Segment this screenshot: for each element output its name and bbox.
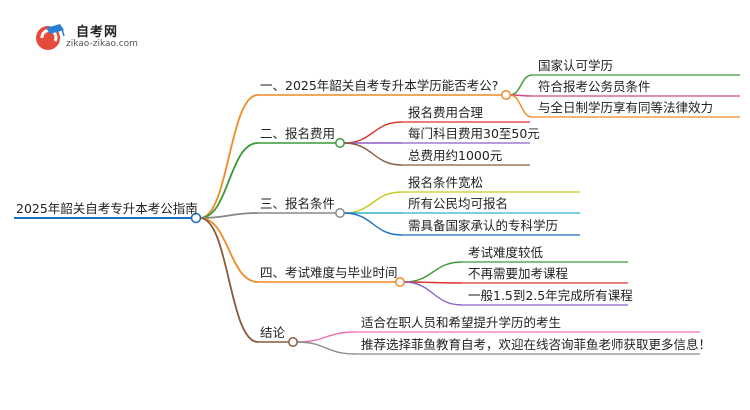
logo-title: 自考网	[76, 25, 119, 40]
branch-node[interactable]: 结论	[260, 325, 286, 340]
branch-collapse-handle	[335, 138, 345, 148]
branch-collapse-handle	[501, 90, 511, 100]
leaf-node[interactable]: 报名费用合理	[408, 105, 484, 120]
leaf-edge	[343, 191, 403, 214]
leaf-edge	[343, 212, 403, 236]
leaf-node[interactable]: 与全日制学历享有同等法律效力	[538, 100, 714, 115]
leaf-edge	[296, 341, 356, 355]
branch-edge	[199, 212, 259, 219]
branch-node[interactable]: 二、报名费用	[260, 126, 336, 141]
leaf-edge	[403, 281, 463, 306]
branch-edge	[199, 217, 259, 343]
site-logo[interactable]: 自考网 zikao-zikao.com	[34, 20, 139, 52]
leaf-edge	[343, 142, 403, 166]
leaf-edge	[403, 261, 463, 283]
leaf-node[interactable]: 国家认可学历	[538, 58, 614, 73]
logo-url: zikao-zikao.com	[66, 39, 138, 49]
leaf-node[interactable]: 适合在职人员和希望提升学历的考生	[361, 315, 562, 330]
leaf-edge	[509, 74, 533, 96]
leaf-edge	[296, 331, 356, 343]
leaf-node[interactable]: 总费用约1000元	[408, 148, 503, 163]
leaf-node[interactable]: 考试难度较低	[468, 245, 544, 260]
leaf-node[interactable]: 推荐选择菲鱼教育自考，欢迎在线咨询菲鱼老师获取更多信息！	[361, 337, 712, 352]
leaf-node[interactable]: 一般1.5到2.5年完成所有课程	[468, 288, 633, 303]
root-collapse-handle	[190, 212, 202, 224]
leaf-node[interactable]: 不再需要加考课程	[468, 266, 569, 281]
leaf-edge	[509, 94, 533, 118]
graduation-cap-icon	[36, 24, 65, 50]
leaf-node[interactable]: 报名条件宽松	[408, 175, 484, 190]
root-node[interactable]: 2025年韶关自考专升本考公指南	[16, 201, 198, 216]
branch-node[interactable]: 三、报名条件	[260, 196, 336, 211]
branch-node[interactable]: 四、考试难度与毕业时间	[260, 265, 398, 280]
leaf-node[interactable]: 所有公民均可报名	[408, 196, 509, 211]
branch-collapse-handle	[335, 208, 345, 218]
branch-edge	[199, 142, 259, 219]
leaf-node[interactable]: 每门科目费用30至50元	[408, 126, 540, 141]
leaf-node[interactable]: 需具备国家承认的专科学历	[408, 218, 559, 233]
leaf-edge	[343, 121, 403, 144]
leaf-node[interactable]: 符合报考公务员条件	[538, 79, 651, 94]
branch-edge	[199, 217, 259, 283]
branch-collapse-handle	[395, 277, 405, 287]
branch-collapse-handle	[288, 337, 298, 347]
branch-edge	[199, 94, 259, 219]
branch-node[interactable]: 一、2025年韶关自考专升本学历能否考公?	[260, 78, 499, 93]
